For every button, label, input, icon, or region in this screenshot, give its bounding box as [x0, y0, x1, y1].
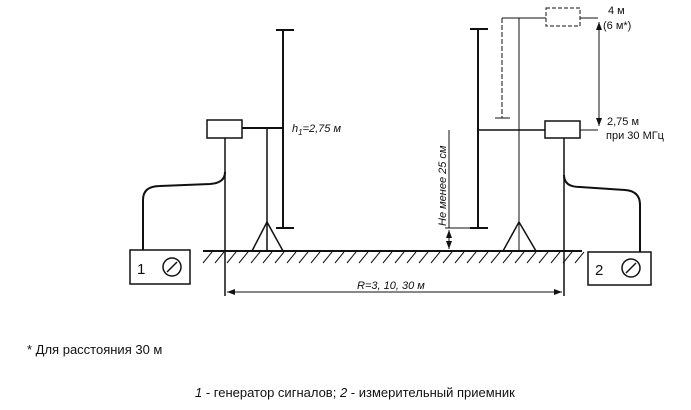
hatch-mark [238, 251, 249, 264]
hatch-mark [418, 251, 429, 264]
hatch-mark [214, 251, 225, 264]
hatch-mark [370, 251, 381, 264]
receive-antenna-box-raised [545, 7, 581, 27]
hatch-mark [202, 251, 213, 264]
hatch-mark [334, 251, 345, 264]
height-top-label: 4 м [608, 5, 625, 17]
cable-2 [563, 174, 641, 252]
distance-label: R=3, 10, 30 м [357, 280, 425, 292]
hatch-mark [550, 251, 561, 264]
legend: 1 - генератор сигналов; 2 - измерительны… [195, 385, 515, 400]
gauge-icon-1 [162, 257, 182, 277]
legend-num-2: 2 [339, 385, 348, 400]
hatch-mark [514, 251, 525, 264]
generator-box [129, 249, 191, 285]
hatch-mark [502, 251, 513, 264]
height-top-alt-label: (6 м*) [603, 20, 631, 32]
hatch-mark [394, 251, 405, 264]
h1-label: h1=2,75 м [292, 123, 341, 137]
hatch-mark [478, 251, 489, 264]
hatch-mark [574, 251, 585, 264]
hatch-mark [250, 251, 261, 264]
footnote: * Для расстояния 30 м [27, 342, 163, 357]
hatch-mark [274, 251, 285, 264]
receiver-box [587, 251, 652, 286]
height-bottom-label: 2,75 м [607, 116, 639, 128]
hatch-mark [442, 251, 453, 264]
hatch-mark [346, 251, 357, 264]
device-1-label: 1 [137, 261, 145, 278]
hatch-mark [298, 251, 309, 264]
legend-text-2: - измерительный приемник [347, 385, 515, 400]
hatch-mark [310, 251, 321, 264]
hatch-mark [322, 251, 333, 264]
gauge-icon-2 [621, 258, 641, 278]
legend-text-1: - генератор сигналов; [202, 385, 340, 400]
clearance-label: Не менее 25 см [437, 145, 449, 226]
hatch-mark [226, 251, 237, 264]
hatch-mark [430, 251, 441, 264]
device-2-label: 2 [595, 262, 603, 279]
hatch-mark [526, 251, 537, 264]
hatch-mark [262, 251, 273, 264]
hatch-mark [382, 251, 393, 264]
receive-antenna-box [544, 120, 581, 139]
hatch-mark [358, 251, 369, 264]
hatch-mark [454, 251, 465, 264]
transmit-antenna-box [206, 119, 243, 139]
hatch-mark [490, 251, 501, 264]
hatch-mark [286, 251, 297, 264]
hatch-mark [466, 251, 477, 264]
ground-hatching [202, 251, 585, 264]
hatch-mark [406, 251, 417, 264]
legend-num-1: 1 [195, 385, 203, 400]
hatch-mark [538, 251, 549, 264]
height-bottom-freq-label: при 30 МГц [606, 130, 665, 142]
cable-1 [142, 171, 226, 250]
